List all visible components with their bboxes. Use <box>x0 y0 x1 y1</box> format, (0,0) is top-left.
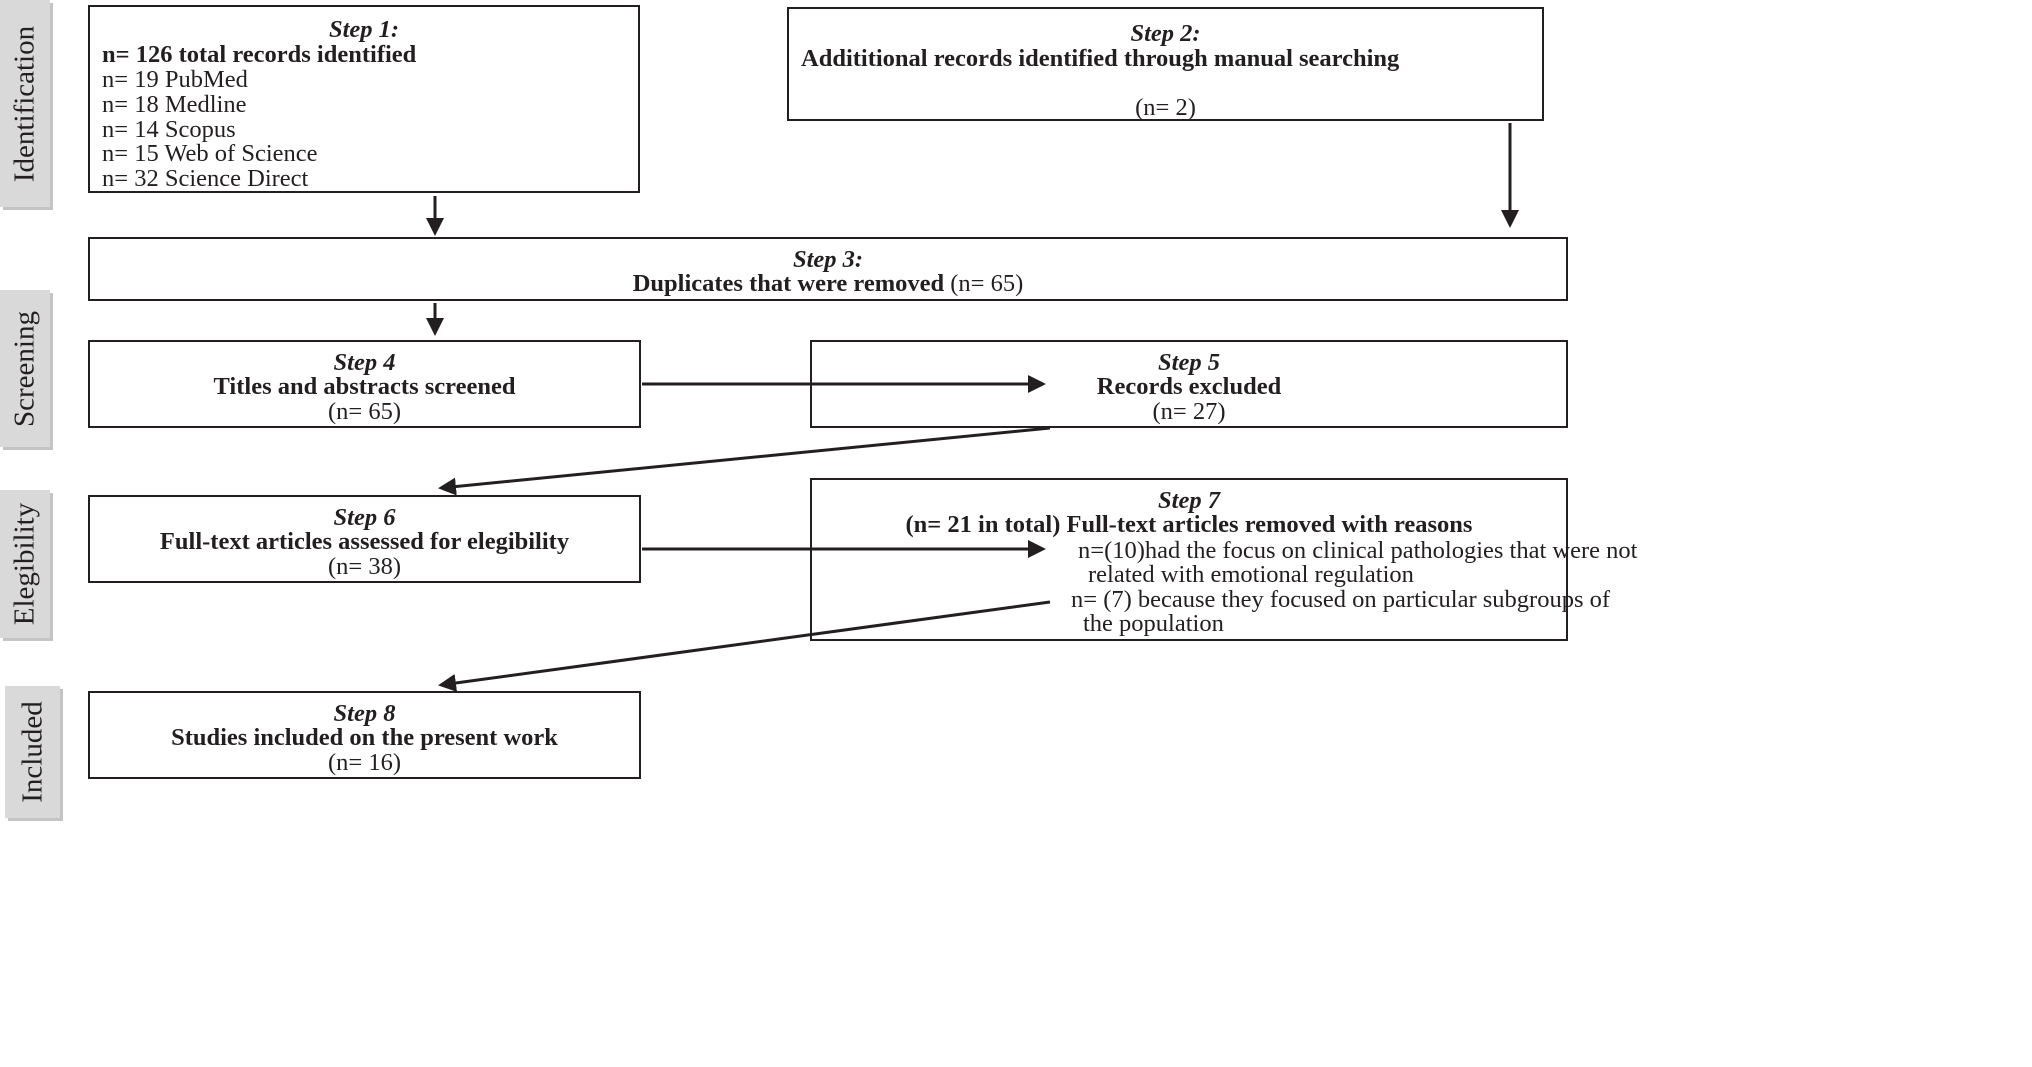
step4-box: Step 4 Titles and abstracts screened (n=… <box>88 340 641 428</box>
arrow-step5-to-step6 <box>438 426 1051 496</box>
phase-included: Included <box>5 686 60 818</box>
arrow-step7-to-step8 <box>438 600 1051 692</box>
step7-box: Step 7 (n= 21 in total) Full-text articl… <box>810 478 1637 641</box>
step7-title: Step 7 <box>1158 487 1220 514</box>
step1-total: n= 126 total records identified <box>102 41 417 68</box>
step2-text: Addititional records identified through … <box>801 45 1400 72</box>
step2-title: Step 2: <box>1130 20 1201 47</box>
step4-text: Titles and abstracts screened <box>213 373 516 400</box>
step1-source: n= 19 PubMed <box>102 66 248 93</box>
step3-title: Step 3: <box>792 246 864 273</box>
step6-count: (n= 38) <box>327 553 401 580</box>
step8-text: Studies included on the present work <box>171 724 558 751</box>
step3-count: (n= 65) <box>950 270 1024 297</box>
phase-eligibility: Elegibility <box>0 490 50 638</box>
step8-count: (n= 16) <box>327 749 401 776</box>
step2-count: (n= 2) <box>1135 94 1196 121</box>
step1-source: n= 18 Medline <box>102 91 247 118</box>
step7-text: (n= 21 in total) Full-text articles remo… <box>905 511 1473 538</box>
step7-reason: n=(10)had the focus on clinical patholog… <box>1078 537 1638 564</box>
step1-source: n= 32 Science Direct <box>102 165 309 192</box>
step1-source: n= 14 Scopus <box>102 116 236 143</box>
step6-box: Step 6 Full-text articles assessed for e… <box>88 495 641 583</box>
step1-box: Step 1: n= 126 total records identified … <box>88 5 640 193</box>
step5-text: Records excluded <box>1096 373 1282 400</box>
step4-count: (n= 65) <box>327 398 401 425</box>
step2-box: Step 2: Addititional records identified … <box>787 7 1544 121</box>
phase-screening: Screening <box>0 290 50 447</box>
step7-reason: n= (7) because they focused on particula… <box>1071 586 1611 613</box>
step3-box: Step 3: Duplicates that were removed (n=… <box>88 237 1568 301</box>
step3-text: Duplicates that were removed <box>632 270 945 297</box>
step5-count: (n= 27) <box>1152 398 1226 425</box>
step8-box: Step 8 Studies included on the present w… <box>88 691 641 779</box>
step8-title: Step 8 <box>333 700 396 727</box>
step7-reason: related with emotional regulation <box>1088 561 1414 588</box>
step6-title: Step 6 <box>333 504 396 531</box>
step1-source: n= 15 Web of Science <box>102 140 318 167</box>
step3-line: Duplicates that were removed (n= 65) <box>90 268 1566 300</box>
step7-reason: the population <box>1083 610 1224 637</box>
step4-title: Step 4 <box>333 349 396 376</box>
step5-title: Step 5 <box>1158 349 1220 376</box>
phase-identification: Identification <box>0 0 50 207</box>
step1-title: Step 1: <box>328 16 400 43</box>
step6-text: Full-text articles assessed for elegibil… <box>159 528 570 555</box>
